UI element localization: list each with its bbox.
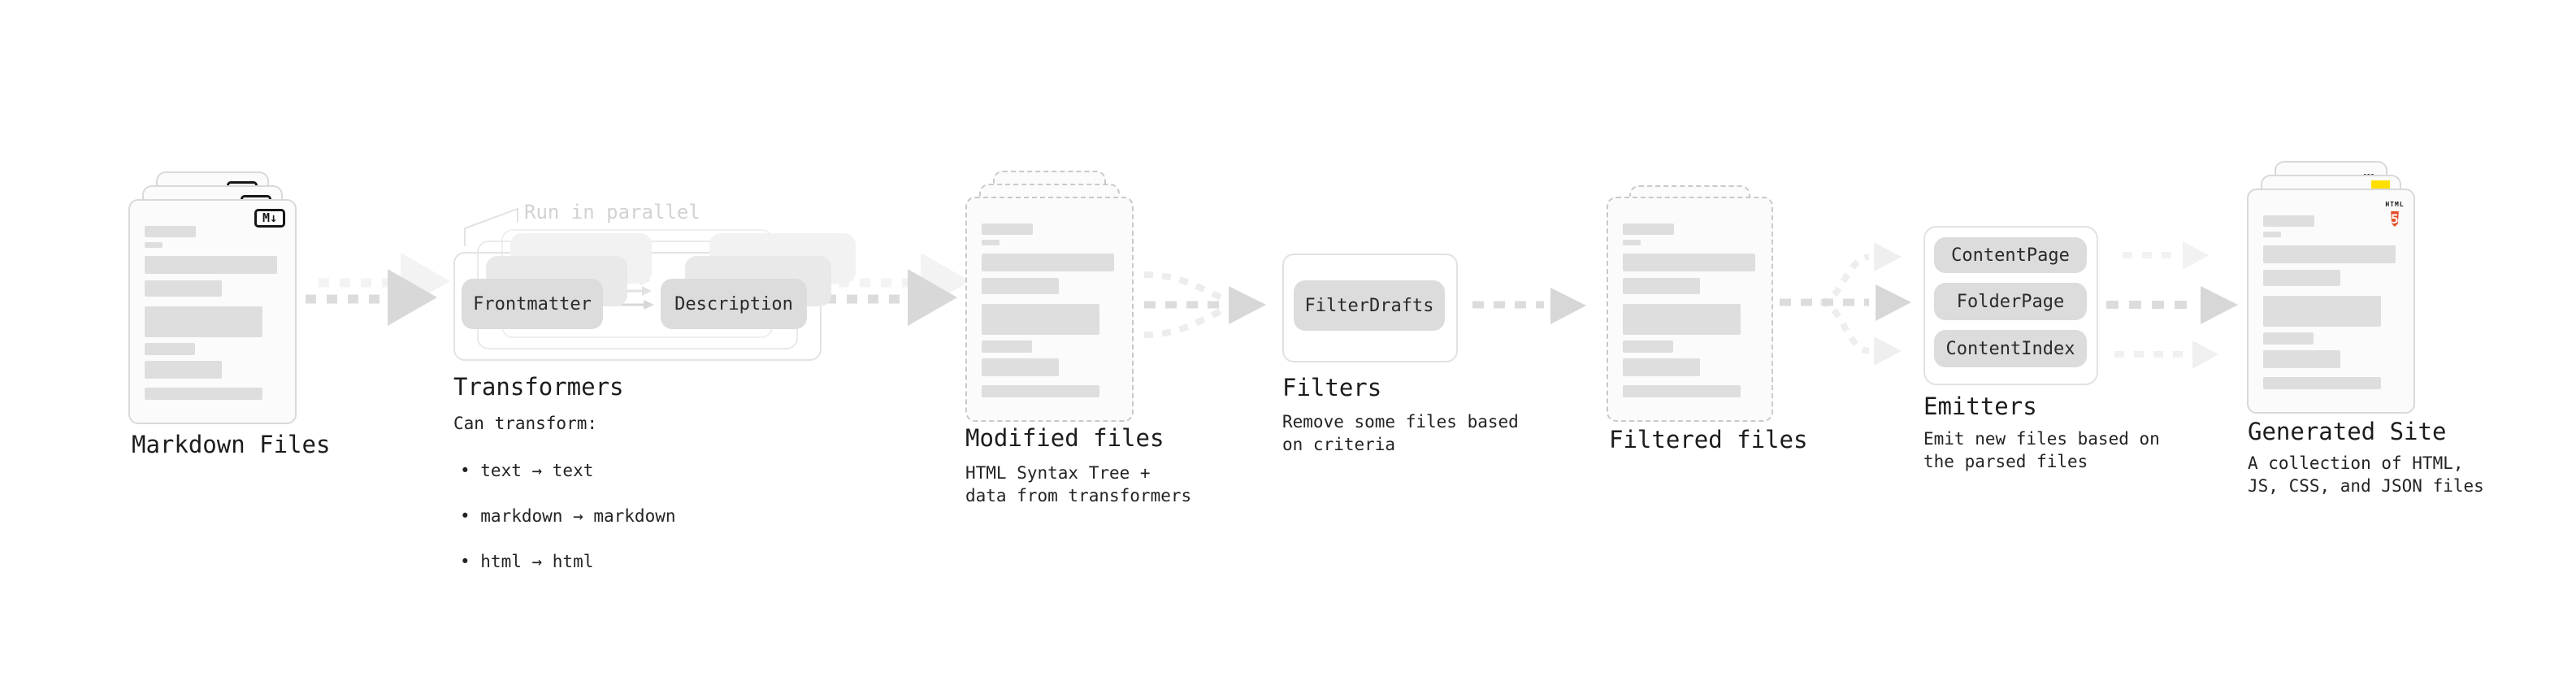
content-index-node: ContentIndex [1934, 330, 2087, 367]
filters-subtitle: Remove some files based on criteria [1282, 412, 1519, 454]
markdown-file-card-front: M↓ [128, 199, 297, 424]
stage-title-generated-site: Generated Site [2248, 418, 2447, 445]
modified-files-subtitle: HTML Syntax Tree + data from transformer… [965, 463, 1192, 505]
skeleton-bar [2263, 350, 2340, 368]
stage-title-modified-files: Modified files [965, 424, 1164, 452]
content-page-node: ContentPage [1934, 237, 2087, 273]
html5-icon: HTML 5 [2385, 201, 2405, 227]
skeleton-bar [2263, 377, 2381, 389]
transform-bullet-markdown: • markdown → markdown [460, 506, 676, 526]
skeleton-bar [982, 358, 1059, 376]
skeleton-bar [145, 306, 262, 337]
generated-site-subtitle: A collection of HTML, JS, CSS, and JSON … [2248, 453, 2484, 496]
skeleton-bar [145, 361, 222, 379]
description-node: Description [661, 279, 807, 329]
skeleton-bar [1623, 304, 1741, 335]
stage-title-transformers: Transformers [453, 373, 624, 401]
skeleton-bar [2263, 270, 2340, 286]
skeleton-bar [145, 280, 222, 297]
skeleton-bar [1623, 254, 1755, 271]
skeleton-bar [1623, 358, 1700, 376]
stage-title-filtered-files: Filtered files [1609, 426, 1808, 453]
javascript-icon [2371, 180, 2390, 189]
arrow-filtered-to-emitters [1780, 242, 1911, 366]
skeleton-bar [1623, 223, 1674, 235]
skeleton-bar [982, 385, 1099, 397]
skeleton-bar [145, 226, 196, 237]
skeleton-bar [982, 240, 1000, 245]
filtered-file-card-front [1607, 197, 1773, 422]
emitters-subtitle: Emit new files based on the parsed files [1923, 429, 2160, 471]
skeleton-bar [1623, 385, 1741, 397]
skeleton-bar [982, 340, 1032, 353]
stage-title-emitters: Emitters [1923, 393, 2037, 420]
site-file-card-html: HTML 5 [2247, 189, 2415, 414]
arrow-transformers-to-modified [826, 253, 970, 326]
skeleton-bar [2263, 296, 2381, 327]
skeleton-bar [1623, 240, 1641, 245]
transformers-note-list: • text → text • markdown → markdown • ht… [460, 436, 676, 596]
transform-bullet-text: • text → text [460, 461, 594, 480]
filter-drafts-node: FilterDrafts [1294, 280, 1445, 331]
stage-title-markdown-files: Markdown Files [132, 431, 331, 458]
skeleton-bar [2263, 332, 2314, 345]
arrow-modified-to-filters [1143, 271, 1266, 338]
skeleton-bar [982, 278, 1059, 294]
skeleton-bar [2263, 215, 2314, 227]
transform-bullet-html: • html → html [460, 552, 594, 571]
skeleton-bar [1623, 278, 1700, 294]
skeleton-bar [982, 304, 1099, 335]
skeleton-bar [145, 256, 277, 274]
skeleton-bar [145, 242, 163, 248]
folder-page-node: FolderPage [1934, 283, 2087, 320]
arrow-markdown-to-transformers [306, 253, 450, 326]
frontmatter-node: Frontmatter [462, 279, 603, 329]
skeleton-bar [982, 254, 1114, 271]
skeleton-bar [982, 223, 1033, 235]
arrow-emitters-to-site [2106, 241, 2238, 369]
run-in-parallel-label: Run in parallel [524, 201, 700, 223]
skeleton-bar [2263, 245, 2396, 263]
skeleton-bar [2263, 232, 2281, 237]
stage-title-filters: Filters [1282, 374, 1382, 401]
modified-file-card-front [965, 197, 1134, 422]
transformers-note-heading: Can transform: [453, 414, 598, 433]
markdown-icon: M↓ [254, 209, 285, 228]
arrow-filters-to-filtered [1472, 288, 1586, 324]
skeleton-bar [145, 388, 262, 400]
annotation-leader-line [464, 207, 518, 246]
skeleton-bar [1623, 340, 1673, 353]
skeleton-bar [145, 343, 195, 355]
